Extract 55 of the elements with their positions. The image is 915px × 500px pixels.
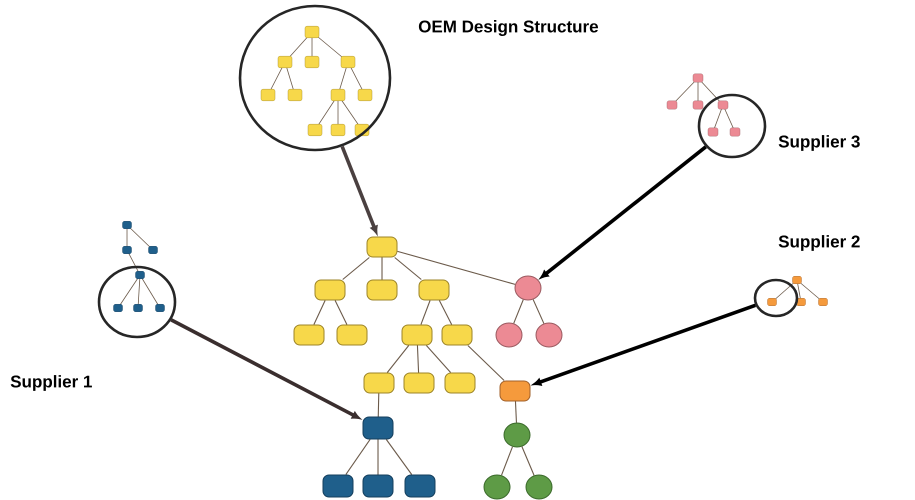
tree-line	[345, 439, 371, 475]
tree-line	[514, 401, 517, 423]
tree-node-circle	[504, 422, 530, 448]
tree-line	[501, 446, 513, 476]
tree-node-circle	[526, 474, 552, 500]
tree-node-circle	[484, 474, 510, 500]
tree-line	[394, 257, 422, 280]
tree-line	[521, 446, 535, 476]
tree-line	[313, 300, 326, 325]
tree-line	[386, 345, 410, 373]
selection-circle	[754, 278, 798, 318]
tree-line	[438, 300, 452, 325]
tree-node-box	[362, 474, 394, 498]
tree-node-box	[366, 236, 398, 258]
caption-label: Supplier 3	[778, 135, 860, 151]
tree-node-box	[322, 474, 354, 498]
tree-node-box	[418, 280, 450, 300]
tree-line	[513, 300, 524, 324]
selection-circle	[698, 94, 766, 158]
tree-node-box	[366, 280, 398, 300]
tree-line	[416, 345, 420, 373]
tree-line	[334, 300, 348, 325]
tree-node-box	[294, 324, 324, 346]
selection-circle	[238, 4, 392, 152]
tree-line	[532, 299, 544, 324]
caption-label: Supplier 1	[10, 375, 92, 391]
arrow	[540, 145, 707, 278]
arrow	[533, 304, 756, 386]
tree-node-circle	[514, 276, 542, 300]
caption-label: Supplier 2	[778, 235, 860, 251]
tree-node-box	[404, 372, 434, 394]
tree-node-box	[500, 380, 530, 402]
tree-node-circle	[536, 322, 562, 348]
selection-circle	[98, 266, 176, 338]
tree-node-box	[404, 474, 436, 498]
tree-line	[378, 393, 380, 416]
tree-node-box	[402, 324, 432, 346]
tree-line	[426, 345, 452, 373]
tree-node-box	[336, 324, 368, 346]
arrow	[340, 146, 378, 234]
tree-node-box	[364, 372, 394, 394]
tree-line	[342, 257, 370, 280]
tree-line	[468, 345, 505, 381]
tree-node-box	[444, 372, 476, 394]
tree-line	[386, 439, 412, 475]
tree-node-box	[362, 416, 394, 440]
tree-line	[420, 300, 431, 325]
tree-line	[381, 258, 383, 280]
tree-node-circle	[496, 322, 522, 348]
caption-label: OEM Design Structure	[418, 20, 598, 36]
tree-line	[377, 440, 379, 474]
tree-line	[397, 250, 516, 285]
tree-node-box	[314, 280, 346, 300]
arrow	[170, 318, 360, 420]
tree-node-box	[442, 324, 472, 346]
